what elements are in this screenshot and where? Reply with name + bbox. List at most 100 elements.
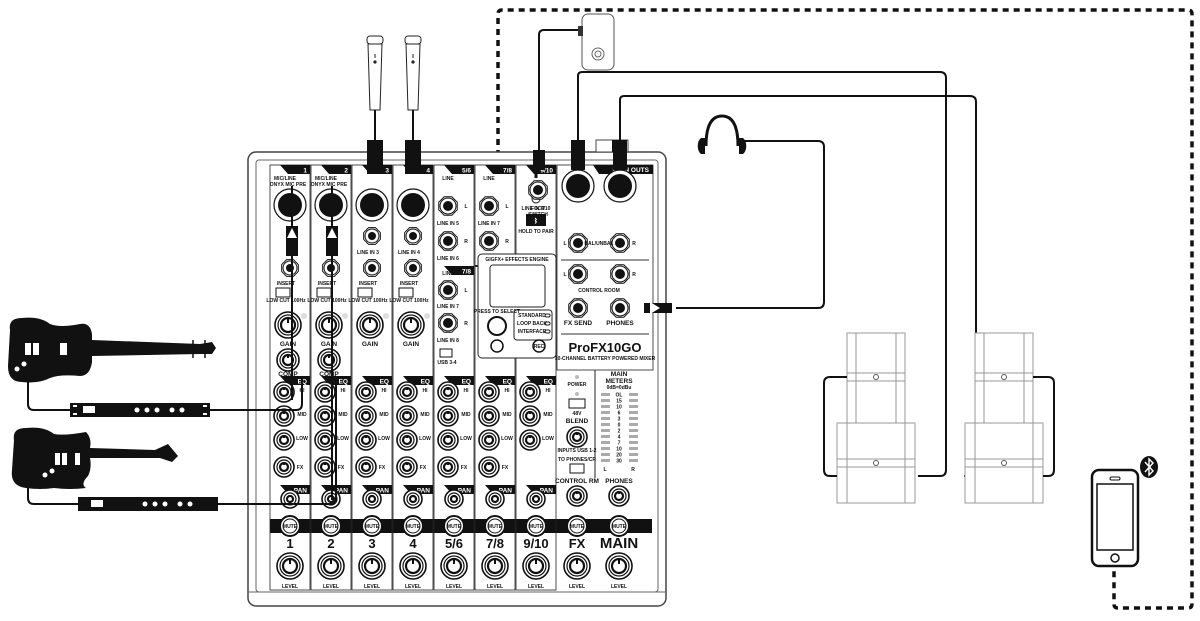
level-knob-4[interactable]	[399, 552, 427, 580]
eq-mid-knob[interactable]	[478, 405, 500, 427]
fx-send-knob[interactable]	[437, 456, 459, 478]
eq-low-knob[interactable]	[273, 429, 295, 451]
line-jack-8[interactable]	[438, 313, 458, 333]
combo-input-1[interactable]	[273, 188, 307, 222]
eq-low-knob[interactable]	[355, 429, 377, 451]
combo-input-3[interactable]	[355, 188, 389, 222]
phantom-48v-switch[interactable]	[568, 398, 586, 409]
line-jack-4[interactable]	[404, 227, 422, 245]
pan-knob[interactable]	[403, 489, 423, 509]
pan-knob[interactable]	[444, 489, 464, 509]
mute-button-3[interactable]: MUTE	[361, 515, 383, 537]
eq-low-label: LOW	[378, 436, 390, 442]
eq-hi-knob[interactable]	[437, 381, 459, 403]
control-room-jack-left[interactable]	[568, 264, 588, 284]
eq-hi-knob[interactable]	[396, 381, 418, 403]
level-knob-1[interactable]	[276, 552, 304, 580]
mute-button-5-6[interactable]: MUTE	[443, 515, 465, 537]
fx-send-knob[interactable]	[314, 456, 336, 478]
eq-low-knob[interactable]	[519, 429, 541, 451]
lowcut-switch-2[interactable]	[316, 287, 332, 298]
comp-knob-2[interactable]	[317, 348, 341, 372]
eq-hi-knob[interactable]	[478, 381, 500, 403]
mute-button-fx[interactable]: MUTE	[566, 515, 588, 537]
eq-low-knob[interactable]	[396, 429, 418, 451]
mute-button-9-10[interactable]: MUTE	[525, 515, 547, 537]
eq-mid-knob[interactable]	[519, 405, 541, 427]
eq-hi-knob[interactable]	[314, 381, 336, 403]
eq-mid-knob[interactable]	[396, 405, 418, 427]
eq-hi-knob[interactable]	[355, 381, 377, 403]
gain-knob-3[interactable]	[356, 311, 384, 339]
level-knob-3[interactable]	[358, 552, 386, 580]
mute-button-1[interactable]: MUTE	[279, 515, 301, 537]
mute-button-4[interactable]: MUTE	[402, 515, 424, 537]
insert-jack-3[interactable]	[363, 259, 381, 277]
level-label: LEVEL	[405, 584, 421, 590]
pan-knob[interactable]	[526, 489, 546, 509]
phones-level-knob[interactable]	[608, 485, 630, 507]
level-knob-2[interactable]	[317, 552, 345, 580]
line-jack-line-in-7[interactable]	[479, 196, 499, 216]
main-out-jack-right[interactable]	[610, 233, 630, 253]
back-button[interactable]	[490, 339, 504, 353]
gain-knob-2[interactable]	[315, 311, 343, 339]
level-knob-5-6[interactable]	[440, 552, 468, 580]
mute-button-7-8[interactable]: MUTE	[484, 515, 506, 537]
line-jack-line-in-5[interactable]	[438, 196, 458, 216]
control-room-jack-right[interactable]	[610, 264, 630, 284]
usb-3-4-switch[interactable]	[439, 348, 453, 358]
gain-knob-4[interactable]	[397, 311, 425, 339]
meter-segment-left	[601, 441, 610, 444]
fx-send-jack[interactable]	[568, 298, 588, 318]
pan-knob[interactable]	[362, 489, 382, 509]
gain-knob-1[interactable]	[274, 311, 302, 339]
blend-knob[interactable]	[566, 426, 588, 448]
eq-hi-knob[interactable]	[273, 381, 295, 403]
mute-label: MUTE	[570, 524, 585, 530]
meter-segment-right	[629, 447, 638, 450]
phones-jack[interactable]	[610, 298, 630, 318]
level-knob-7-8[interactable]	[481, 552, 509, 580]
eq-mid-knob[interactable]	[314, 405, 336, 427]
level-knob-main[interactable]	[605, 552, 633, 580]
effects-select-knob[interactable]	[487, 316, 507, 336]
fx-send-knob[interactable]	[273, 456, 295, 478]
eq-mid-knob[interactable]	[437, 405, 459, 427]
main-out-jack-left[interactable]	[568, 233, 588, 253]
fx-send-knob[interactable]	[396, 456, 418, 478]
pan-knob[interactable]	[280, 489, 300, 509]
insert-jack-1[interactable]	[281, 259, 299, 277]
r-label: R	[505, 239, 509, 245]
pan-knob[interactable]	[485, 489, 505, 509]
fx-send-knob[interactable]	[478, 456, 500, 478]
to-phones-cr-switch[interactable]	[569, 463, 585, 474]
main-out-xlr-right[interactable]	[603, 169, 637, 203]
line-jack-line-in-8[interactable]	[479, 231, 499, 251]
lowcut-switch-4[interactable]	[398, 287, 414, 298]
level-knob-fx[interactable]	[563, 552, 591, 580]
level-knob-9-10[interactable]	[522, 552, 550, 580]
eq-low-knob[interactable]	[314, 429, 336, 451]
bluetooth-pair-button[interactable]	[526, 214, 546, 226]
combo-input-4[interactable]	[396, 188, 430, 222]
line-jack-3[interactable]	[363, 227, 381, 245]
insert-jack-4[interactable]	[404, 259, 422, 277]
fx-send-knob[interactable]	[355, 456, 377, 478]
eq-mid-knob[interactable]	[355, 405, 377, 427]
line-jack-7[interactable]	[438, 280, 458, 300]
channel-strip-label: 9/10	[523, 536, 548, 551]
control-rm-knob[interactable]	[566, 485, 588, 507]
rec-button[interactable]	[532, 339, 546, 353]
mute-button-main[interactable]: MUTE	[608, 515, 630, 537]
mute-button-2[interactable]: MUTE	[320, 515, 342, 537]
comp-knob-1[interactable]	[276, 348, 300, 372]
lowcut-switch-3[interactable]	[357, 287, 373, 298]
foot-switch-jack[interactable]	[528, 180, 548, 200]
eq-low-knob[interactable]	[478, 429, 500, 451]
main-out-xlr-left[interactable]	[561, 169, 595, 203]
line-jack-line-in-6[interactable]	[438, 231, 458, 251]
eq-low-knob[interactable]	[437, 429, 459, 451]
eq-hi-knob[interactable]	[519, 381, 541, 403]
lowcut-switch-1[interactable]	[275, 287, 291, 298]
